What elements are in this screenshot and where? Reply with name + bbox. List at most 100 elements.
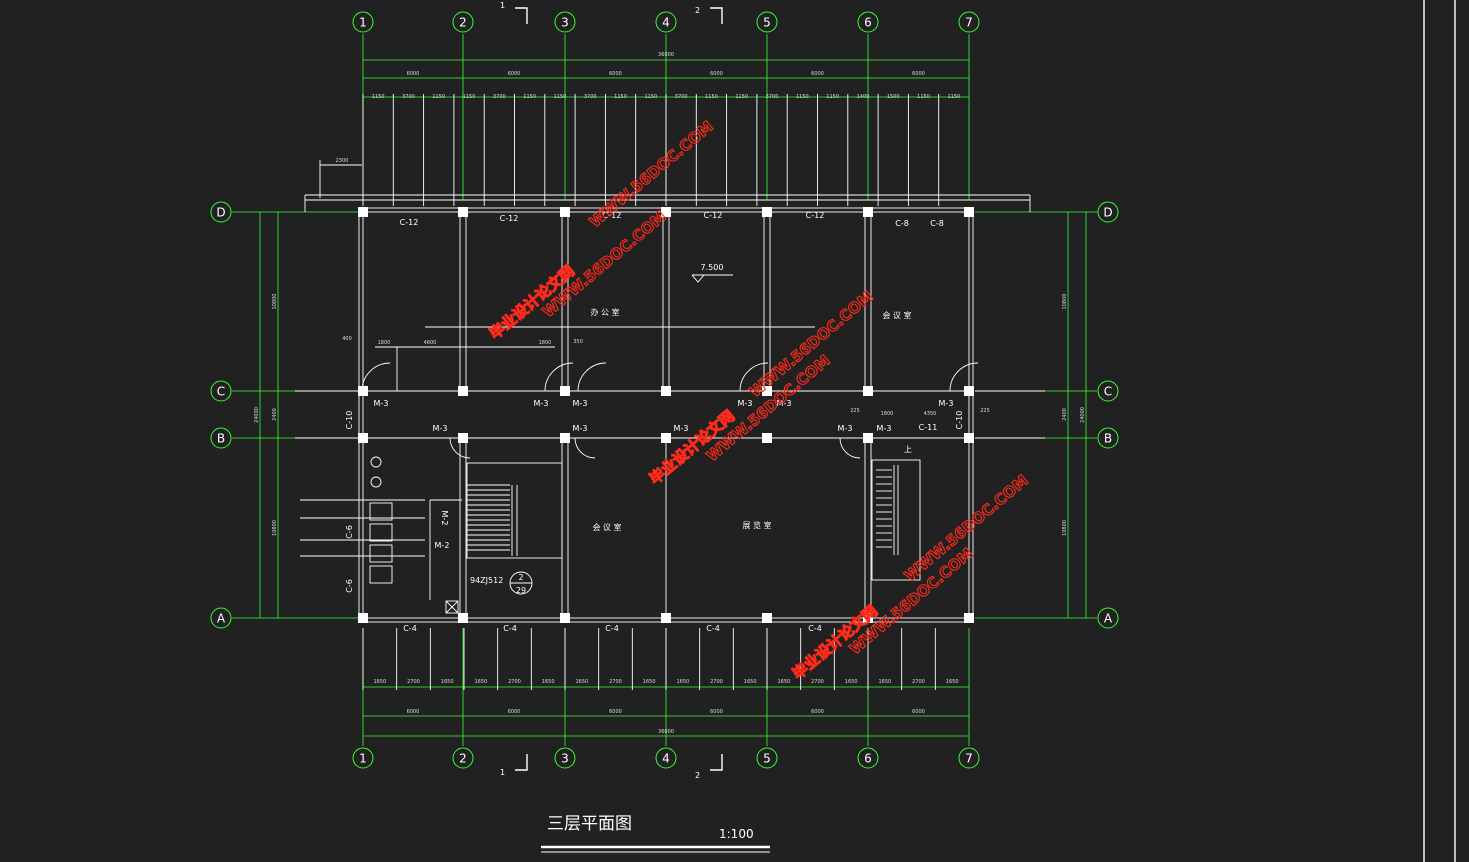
- dim-detail-bottom: 1650: [676, 679, 689, 685]
- window-label: C-8: [930, 219, 944, 228]
- dim-left-span: 2400: [272, 408, 278, 421]
- section-mark-2: [710, 754, 723, 771]
- dim-detail-top: 3700: [493, 94, 506, 100]
- dim-detail-top: 1500: [887, 94, 900, 100]
- stair-left: [466, 462, 563, 559]
- axis-bubble-A: [1097, 607, 1119, 629]
- axis-label-5: 5: [763, 16, 771, 30]
- window-label: C-8: [895, 219, 909, 228]
- sheet-border: [1423, 0, 1456, 862]
- dim-detail-bottom: 2700: [609, 679, 622, 685]
- dim-detail-bottom: 1650: [474, 679, 487, 685]
- shaft-box: [445, 600, 459, 614]
- door-label: M-3: [738, 399, 753, 408]
- axis-label-4: 4: [662, 752, 670, 766]
- axis-bubble-6: [857, 747, 879, 769]
- dim-detail-bottom: 2700: [912, 679, 925, 685]
- axis-label-B: B: [1104, 432, 1112, 446]
- dim-detail-bottom: 1650: [744, 679, 757, 685]
- axis-bubble-2: [452, 11, 474, 33]
- dim-left-span: 10800: [272, 520, 278, 536]
- column: [560, 386, 570, 396]
- axis-bubble-1: [352, 747, 374, 769]
- dim-detail-top: 3700: [584, 94, 597, 100]
- column: [863, 613, 873, 623]
- column: [358, 386, 368, 396]
- axis-label-3: 3: [561, 16, 569, 30]
- window-label: C-6: [345, 579, 354, 593]
- axis-bubble-5: [756, 11, 778, 33]
- dim-right-span: 10800: [1062, 520, 1068, 536]
- stair-right: [871, 459, 921, 581]
- column: [964, 613, 974, 623]
- dim-detail-bottom: 2700: [811, 679, 824, 685]
- section-mark-2: [710, 7, 723, 24]
- dim-detail-top: 1150: [947, 94, 960, 100]
- dim-left-span: 10800: [272, 294, 278, 310]
- column: [560, 613, 570, 623]
- column: [358, 613, 368, 623]
- column: [458, 433, 468, 443]
- axis-bubble-7: [958, 747, 980, 769]
- window-label: C-4: [403, 624, 417, 633]
- door-label: M-3: [939, 399, 954, 408]
- dim-detail-bottom: 1650: [575, 679, 588, 685]
- dim-bay-bottom: 6000: [912, 709, 925, 715]
- axis-bubble-B: [210, 427, 232, 449]
- toilet-sink: [370, 476, 382, 488]
- dim-detail-top: 1150: [432, 94, 445, 100]
- column: [964, 207, 974, 217]
- dim-bay-top: 6000: [407, 71, 420, 77]
- window-label: C-12: [400, 218, 419, 227]
- dim-misc: 400: [342, 336, 352, 342]
- axis-bubble-6: [857, 11, 879, 33]
- column: [661, 613, 671, 623]
- column: [358, 207, 368, 217]
- dim-detail-bottom: 1650: [373, 679, 386, 685]
- detail-circle-bottom: 29: [516, 586, 526, 595]
- column: [458, 613, 468, 623]
- door-label: M-3: [877, 424, 892, 433]
- dim-misc: 350: [573, 339, 583, 345]
- stair-label: 上: [904, 445, 912, 454]
- window-label: C-4: [503, 624, 517, 633]
- door-label: M-3: [573, 399, 588, 408]
- window-label: C-4: [605, 624, 619, 633]
- dim-detail-top: 3700: [675, 94, 688, 100]
- axis-bubble-3: [554, 11, 576, 33]
- axis-label-C: C: [1104, 385, 1112, 399]
- axis-label-6: 6: [864, 16, 872, 30]
- section-label-1: 1: [500, 768, 505, 777]
- toilet-stall: [369, 565, 393, 584]
- title-block: 三层平面图 1:100: [541, 814, 770, 853]
- column: [560, 207, 570, 217]
- window-label: C-12: [500, 214, 519, 223]
- window-label: C-6: [345, 525, 354, 539]
- dim-right-total: 24000: [1080, 407, 1086, 423]
- room-label: 会 议 室: [592, 522, 621, 532]
- door-label: M-3: [433, 424, 448, 433]
- axis-label-A: A: [1104, 612, 1113, 626]
- watermark-text: WWW.56DOC.COM: [901, 471, 1032, 585]
- axis-bubble-4: [655, 747, 677, 769]
- toilet-stall: [369, 502, 393, 521]
- window-label: C-4: [706, 624, 720, 633]
- watermark-text: WWW.56DOC.COM: [746, 287, 877, 401]
- dim-overall-bottom: 36000: [658, 729, 674, 735]
- door-swing: [739, 362, 769, 392]
- drawing-title: 三层平面图: [547, 814, 632, 834]
- dim-detail-top: 1150: [644, 94, 657, 100]
- column: [560, 433, 570, 443]
- dim-detail-top: 1150: [917, 94, 930, 100]
- dim-detail-top: 1150: [826, 94, 839, 100]
- toilet-stall: [369, 523, 393, 542]
- door-swing: [544, 362, 574, 392]
- section-label-2: 2: [695, 771, 700, 780]
- dim-bay-top: 6000: [609, 71, 622, 77]
- axis-label-7: 7: [965, 16, 973, 30]
- axis-bubble-B: [1097, 427, 1119, 449]
- dim-misc: 225: [850, 408, 860, 414]
- dim-detail-bottom: 2700: [407, 679, 420, 685]
- window-label: C-4: [808, 624, 822, 633]
